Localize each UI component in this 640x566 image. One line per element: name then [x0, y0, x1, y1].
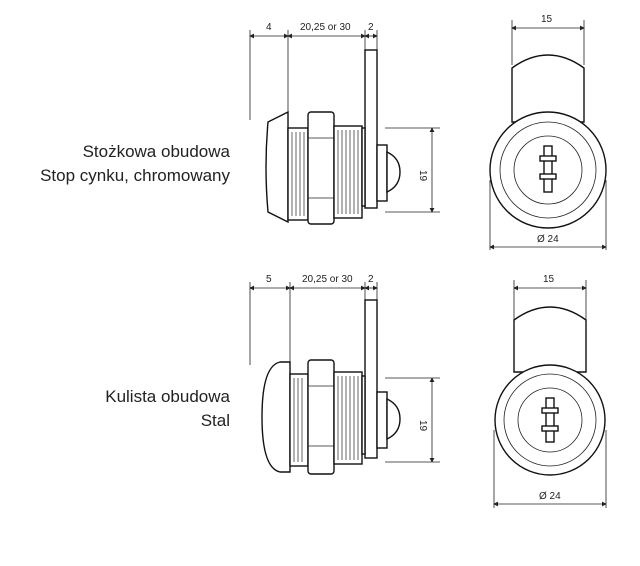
variant-material: Stop cynku, chromowany: [40, 166, 230, 185]
variant-name: Kulista obudowa: [105, 387, 230, 406]
variant-name: Stożkowa obudowa: [82, 142, 230, 161]
dim-cam: 2: [368, 22, 374, 33]
dim-diameter: Ø 24: [539, 491, 561, 502]
dim-cam: 2: [368, 274, 374, 285]
dim-width: 15: [541, 14, 553, 25]
dim-height: 19: [417, 420, 428, 432]
side-view-spherical: 5 20,25 or 30 2 19: [249, 274, 440, 475]
dim-body: 20,25 or 30: [302, 274, 353, 285]
side-view-conical: 4 20,25 or 30 2: [249, 22, 440, 225]
variant-label-conical: Stożkowa obudowa Stop cynku, chromowany: [40, 140, 230, 188]
dim-body: 20,25 or 30: [300, 22, 351, 33]
dim-front: 4: [266, 22, 272, 33]
variant-material: Stal: [200, 411, 230, 430]
dim-diameter: Ø 24: [537, 234, 559, 245]
dim-height: 19: [417, 170, 428, 182]
front-view-conical: 15 Ø 24: [489, 14, 607, 250]
front-view-spherical: 15 Ø 24: [493, 274, 607, 508]
dim-front: 5: [266, 274, 272, 285]
variant-label-spherical: Kulista obudowa Stal: [105, 385, 230, 433]
dim-width: 15: [543, 274, 555, 285]
